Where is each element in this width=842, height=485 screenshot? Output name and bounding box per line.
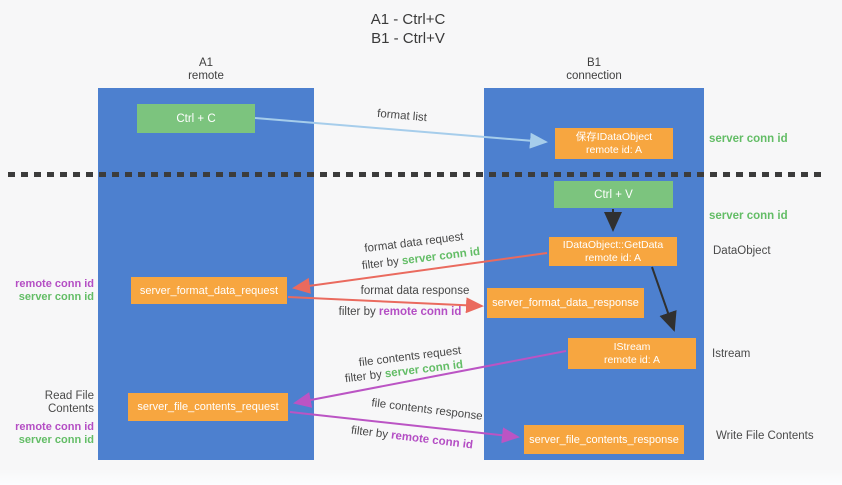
bottom-edge [0,469,842,485]
diagram-title: A1 - Ctrl+C B1 - Ctrl+V [371,10,446,48]
annotation-server-conn-id-1: server conn id [18,291,94,303]
node-server-format-data-response: server_format_data_response [487,288,644,318]
node-server-format-data-request-label: server_format_data_request [139,284,279,297]
node-save-idataobject: 保存IDataObject remote id: A [555,128,673,159]
lifeline-header-b1: B1 connection [484,57,704,83]
title-line-2: B1 - Ctrl+V [371,30,445,47]
node-server-file-contents-request: server_file_contents_request [128,393,288,421]
node-server-format-data-request: server_format_data_request [131,277,287,304]
annotation-remote-conn-id-1: remote conn id [15,278,94,290]
node-server-file-contents-request-label: server_file_contents_request [137,401,279,413]
annotation-server-conn-id-top: server conn id [709,133,788,145]
annotation-write-file-contents: Write File Contents [716,430,814,442]
node-istream-line2: remote id: A [603,353,661,366]
annotation-remote-conn-id-2: remote conn id [15,421,94,433]
label-format-list: format list [376,107,428,125]
label-filter-by-remote-conn-id-2: filter by remote conn id [350,425,473,452]
node-ctrl-v: Ctrl + V [554,181,673,208]
node-server-format-data-response-label: server_format_data_response [492,297,639,309]
filter-by-text: filter by [350,424,392,442]
lifeline-a1-name: A1 [198,57,214,69]
node-ctrl-c-label: Ctrl + C [176,112,216,125]
node-idataobject-getdata-line2: remote id: A [584,251,642,264]
lifeline-a1-subtitle: remote [188,70,224,82]
label-format-data-response: format data response [360,285,470,297]
annotation-dataobject: DataObject [713,245,771,257]
remote-conn-id-text: remote conn id [378,306,462,318]
filter-by-text: filter by [361,255,403,273]
annotation-read-file-contents-group: Read File Contents remote conn id server… [8,390,94,447]
node-ctrl-c: Ctrl + C [137,104,255,133]
node-save-idataobject-line2: remote id: A [585,143,643,156]
label-file-contents-response: file contents response [370,397,484,423]
node-ctrl-v-label: Ctrl + V [594,188,633,201]
annotation-server-conn-id-2: server conn id [18,434,94,446]
annotation-istream: Istream [712,348,751,360]
label-filter-by-remote-conn-id-1: filter by remote conn id [339,306,462,318]
annotation-server-conn-id-mid: server conn id [709,210,788,222]
filter-by-text: filter by [344,368,386,386]
session-separator-line [8,172,824,177]
lifeline-header-a1: A1 remote [98,57,314,83]
annotation-read-file-contents: Read File Contents [44,390,94,415]
node-save-idataobject-line1: 保存IDataObject [575,131,653,143]
lifeline-b1-subtitle: connection [566,70,622,82]
annotation-conn-ids-format: remote conn id server conn id [9,278,94,304]
arrow-format-data-response [287,296,484,314]
node-server-file-contents-response: server_file_contents_response [524,425,684,454]
remote-conn-id-text: remote conn id [390,429,474,452]
title-line-1: A1 - Ctrl+C [370,11,446,28]
node-server-file-contents-response-label: server_file_contents_response [529,433,679,446]
node-istream: IStream remote id: A [568,338,696,369]
node-idataobject-getdata: IDataObject::GetData remote id: A [549,237,677,266]
lifeline-b1-name: B1 [586,57,602,69]
filter-by-text: filter by [338,306,379,318]
node-istream-line1: IStream [613,341,651,353]
node-idataobject-getdata-line1: IDataObject::GetData [562,239,664,251]
